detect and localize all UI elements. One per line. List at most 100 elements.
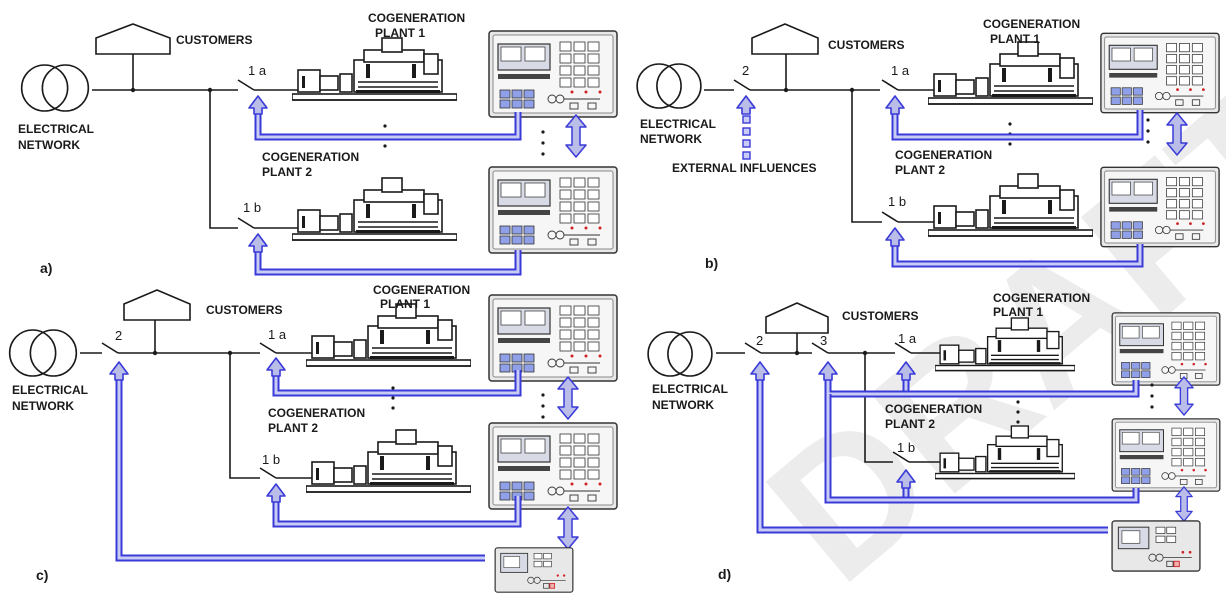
- ellipsis-dot: [541, 141, 545, 145]
- text: PLANT 2: [895, 163, 945, 177]
- control-link-1: [272, 370, 522, 397]
- text: 1 a: [891, 63, 910, 78]
- customers-building-icon: [123, 289, 191, 321]
- cogeneration-plant-2: [292, 177, 457, 241]
- transformer-coil-icon: [667, 331, 713, 377]
- controller-plant-1: [488, 30, 618, 118]
- control-link-1-inner: [256, 110, 520, 139]
- text: COGENERATION: [895, 148, 992, 162]
- text: COGENERATION: [373, 283, 470, 297]
- control-link-2-inner: [256, 248, 520, 274]
- switch-1b: [237, 217, 255, 229]
- text: COGENERATION: [993, 291, 1090, 305]
- text: PLANT 1: [990, 32, 1040, 46]
- control-link-master-inner: [117, 378, 485, 560]
- text: COGENERATION: [268, 406, 365, 420]
- control-link-master-inner: [758, 375, 1108, 532]
- transformer-coil-icon: [656, 63, 702, 109]
- ellipsis-dot: [541, 393, 545, 397]
- control-link-switch3-b-inner: [826, 394, 1108, 502]
- switch-2: [101, 342, 119, 354]
- up-arrow-icon: [885, 95, 905, 115]
- switch-1a: [881, 79, 899, 91]
- ellipsis-dot: [541, 152, 545, 156]
- text: CUSTOMERS: [828, 38, 904, 52]
- text: COGENERATION: [262, 150, 359, 164]
- external-influence-marker: [742, 139, 751, 148]
- control-link-2: [254, 248, 522, 276]
- ellipsis-dot: [1016, 410, 1020, 414]
- control-link-1: [891, 110, 1144, 141]
- wire: [851, 90, 882, 223]
- controller-plant-2: [1111, 418, 1221, 492]
- text: ELECTRICAL: [12, 383, 88, 397]
- ellipsis-dot: [541, 130, 545, 134]
- switch-2: [733, 79, 751, 91]
- bidirectional-comm-arrow-icon: [1175, 486, 1193, 522]
- up-arrow-icon: [750, 361, 770, 381]
- junction-dot: [783, 87, 789, 93]
- text: PLANT 2: [262, 165, 312, 179]
- ellipsis-dot: [1008, 122, 1012, 126]
- text: COGENERATION: [885, 402, 982, 416]
- switch-1b: [881, 211, 899, 223]
- external-influence-marker: [742, 127, 751, 136]
- text: EXTERNAL INFLUENCES: [672, 161, 816, 175]
- control-link-2-inner: [274, 496, 520, 526]
- bidirectional-comm-arrow-icon: [557, 506, 579, 550]
- ellipsis-dot: [1008, 142, 1012, 146]
- ellipsis-dot: [1146, 129, 1150, 133]
- text: NETWORK: [652, 398, 714, 412]
- up-arrow-icon: [896, 361, 916, 381]
- bidirectional-comm-arrow-icon: [557, 376, 579, 420]
- external-influence-marker: [742, 115, 751, 124]
- text: 1 b: [897, 440, 915, 455]
- text: 1 b: [243, 200, 261, 215]
- junction-dot: [152, 350, 158, 356]
- ellipsis-dot: [391, 396, 395, 400]
- text: PLANT 1: [993, 305, 1043, 319]
- ellipsis-dot: [1146, 118, 1150, 122]
- ellipsis-dot: [383, 144, 387, 148]
- text: b): [705, 255, 718, 271]
- ellipsis-dot: [1150, 383, 1154, 387]
- text: PLANT 2: [885, 417, 935, 431]
- switch-1a: [237, 79, 255, 91]
- transformer-coil-icon: [8, 329, 57, 377]
- ellipsis-dot: [1016, 420, 1020, 424]
- text: CUSTOMERS: [842, 309, 918, 323]
- text: 1 a: [268, 327, 287, 342]
- text: NETWORK: [12, 399, 74, 413]
- customers-building-icon: [751, 23, 819, 55]
- ellipsis-dot: [383, 124, 387, 128]
- junction-dot: [130, 87, 136, 93]
- switch-1a: [894, 342, 912, 354]
- controller-plant-2: [488, 422, 618, 510]
- text: NETWORK: [18, 138, 80, 152]
- text: c): [36, 567, 48, 583]
- text: CUSTOMERS: [176, 33, 252, 47]
- control-link-1: [254, 110, 522, 141]
- junction-dot: [794, 350, 800, 356]
- master-controller: [494, 547, 574, 593]
- control-link-2: [272, 496, 522, 528]
- cogeneration-plant-1: [928, 41, 1093, 105]
- bidirectional-comm-arrow-icon: [565, 114, 587, 158]
- control-link-2-inner: [893, 242, 1142, 266]
- cogeneration-plant-1: [306, 303, 471, 367]
- ellipsis-dot: [391, 386, 395, 390]
- text: ELECTRICAL: [652, 382, 728, 396]
- transformer-coil-icon: [41, 64, 90, 112]
- customers-building-icon: [95, 23, 171, 55]
- text: 3: [820, 333, 827, 348]
- up-arrow-icon: [266, 357, 286, 377]
- text: NETWORK: [640, 132, 702, 146]
- transformer-coil-icon: [636, 63, 682, 109]
- text: PLANT 2: [268, 421, 318, 435]
- transformer-coil-icon: [20, 64, 69, 112]
- up-arrow-icon: [248, 233, 268, 253]
- wire: [229, 353, 260, 479]
